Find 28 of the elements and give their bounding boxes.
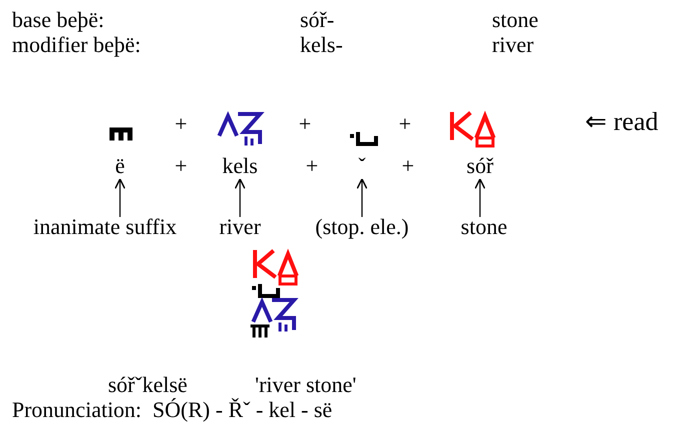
translation-text: 'river stone'	[255, 373, 356, 397]
romanization-text: ˇ	[358, 154, 366, 178]
gloss-text: river	[219, 215, 261, 239]
affix-text: kels-	[300, 33, 343, 57]
arrow	[356, 178, 368, 217]
plus-sign: +	[174, 112, 188, 136]
romanization-text: kels	[222, 154, 258, 178]
plus-sign: +	[306, 154, 318, 178]
plus-sign: +	[298, 112, 312, 136]
gloss-text: stone	[492, 8, 538, 32]
romanization-text: ë	[115, 154, 125, 178]
arrow	[234, 178, 246, 217]
row-label: modifier beþë:	[12, 33, 141, 57]
gloss-text: stone	[460, 215, 508, 239]
gloss-text: (stop. ele.)	[315, 215, 409, 239]
compound-word: sóřˇkelsë	[108, 373, 188, 397]
arrow	[114, 178, 126, 217]
pronunciation-text: Pronunciation: SÓ(R) - Řˇ - kel - së	[12, 398, 332, 422]
row-label: base beþë:	[12, 8, 104, 32]
read-direction-text: ⇐ read	[585, 110, 658, 134]
arrow	[474, 178, 486, 217]
gloss-text: inanimate suffix	[33, 215, 177, 239]
romanization-text: sóř	[466, 154, 494, 178]
plus-sign: +	[398, 112, 412, 136]
gloss-text: river	[492, 33, 534, 57]
affix-text: sóř-	[300, 8, 334, 32]
plus-sign: +	[402, 154, 414, 178]
plus-sign: +	[174, 154, 188, 178]
